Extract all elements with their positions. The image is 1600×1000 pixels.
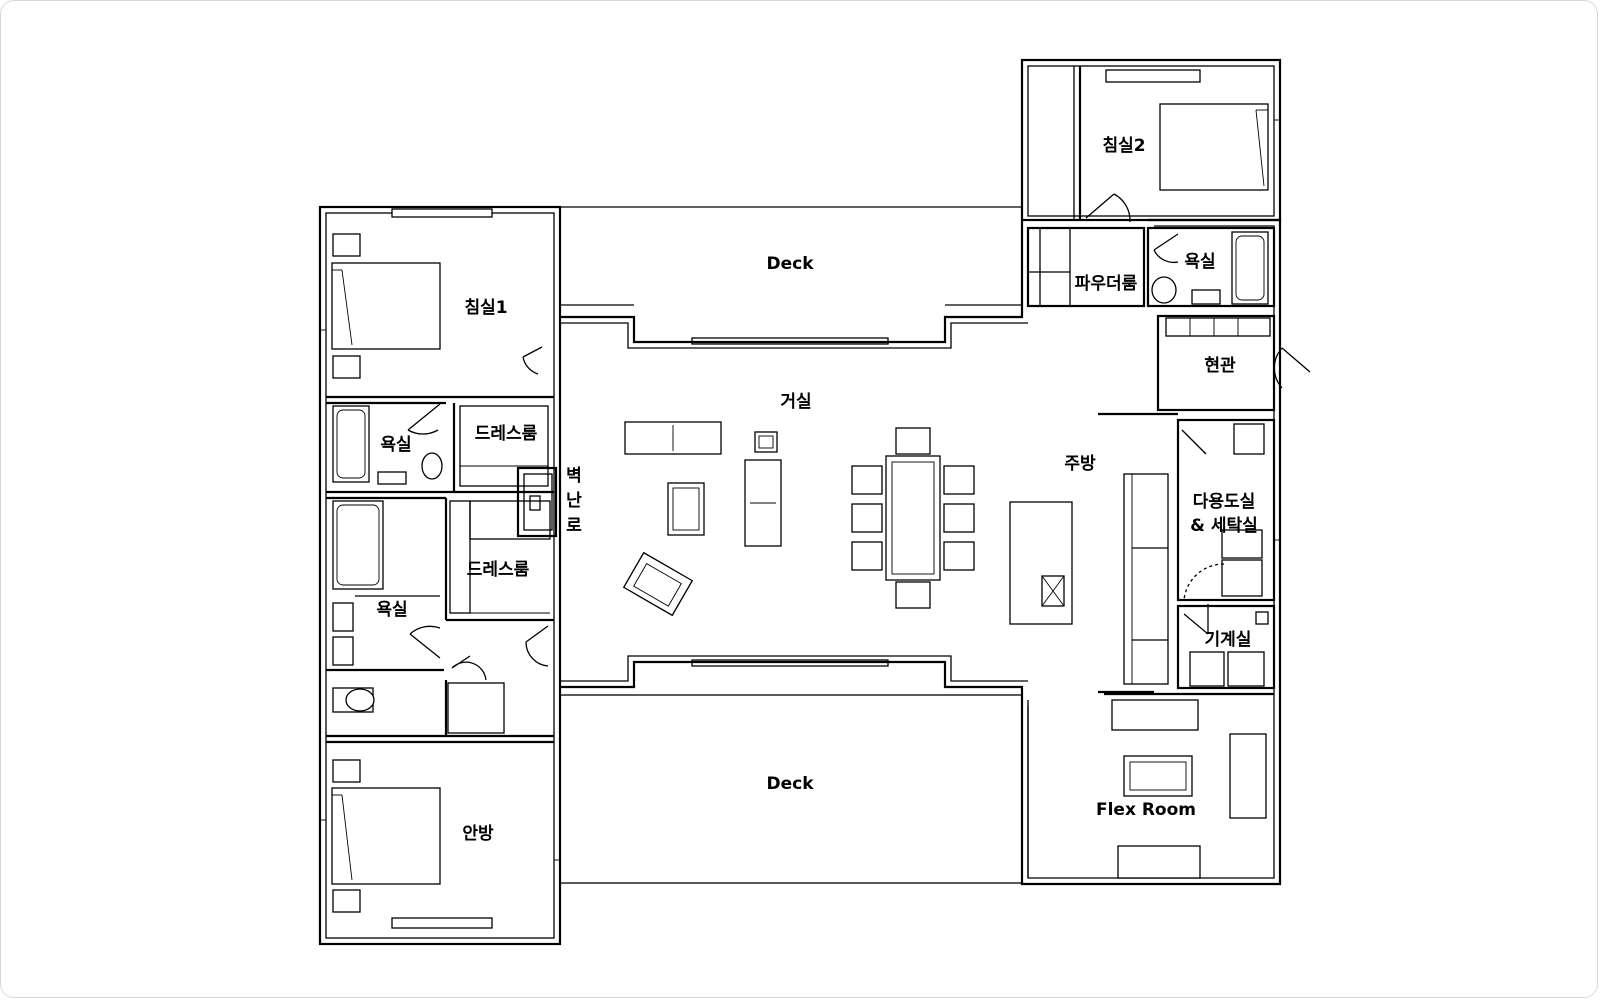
entrance-fixtures xyxy=(1165,317,1311,389)
label-entrance: 현관 xyxy=(1204,356,1236,376)
dressroom-upper-fixtures xyxy=(459,405,549,487)
label-utility-1: 다용도실 xyxy=(1193,492,1256,512)
bath-lower-left-fixtures xyxy=(332,500,441,713)
label-living: 거실 xyxy=(780,392,811,412)
utility-fixtures xyxy=(1181,423,1265,601)
label-bedroom2: 침실2 xyxy=(1102,135,1145,156)
kitchen-fixtures xyxy=(1009,412,1178,694)
label-dressroom-upper: 드레스룸 xyxy=(475,424,538,444)
label-deck-top: Deck xyxy=(766,254,814,274)
master-bedroom-furniture xyxy=(331,759,493,929)
mechanical-fixtures xyxy=(1183,604,1269,687)
bath-upper-left-fixtures xyxy=(332,403,443,485)
room-labels: 침실1 침실2 안방 욕실 욕실 욕실 드레스룸 드레스룸 벽 난 로 Deck… xyxy=(376,135,1257,844)
flex-room-furniture xyxy=(1027,699,1267,879)
decks xyxy=(559,206,1023,884)
label-bath-upper-left: 욕실 xyxy=(380,435,411,455)
dressroom-lower-fixtures xyxy=(449,500,551,681)
label-fireplace-3: 로 xyxy=(566,516,582,536)
label-powder-room: 파우더룸 xyxy=(1075,274,1138,294)
label-dressroom-lower: 드레스룸 xyxy=(467,560,530,580)
label-kitchen: 주방 xyxy=(1064,454,1096,474)
bedroom2-furniture xyxy=(1085,69,1269,223)
windows xyxy=(320,119,1280,861)
label-fireplace-1: 벽 xyxy=(566,466,582,486)
label-deck-bottom: Deck xyxy=(766,774,814,794)
label-bath-lower-left: 욕실 xyxy=(376,600,407,620)
right-side-walls xyxy=(1026,66,1276,696)
label-bath-right: 욕실 xyxy=(1184,252,1215,272)
label-flex-room: Flex Room xyxy=(1096,800,1196,820)
dining-table xyxy=(851,427,975,609)
label-fireplace-2: 난 xyxy=(566,491,582,511)
left-wing-walls xyxy=(326,395,554,744)
living-room-furniture xyxy=(622,337,889,667)
exterior-walls xyxy=(318,58,1282,946)
label-master-bedroom: 안방 xyxy=(462,824,494,844)
label-utility-2: & 세탁실 xyxy=(1190,516,1258,536)
fireplace xyxy=(516,466,558,538)
label-mechanical: 기계실 xyxy=(1205,630,1252,650)
bedroom1-furniture xyxy=(331,208,543,379)
bath-right-fixtures xyxy=(1151,231,1269,305)
label-bedroom1: 침실1 xyxy=(464,297,507,318)
